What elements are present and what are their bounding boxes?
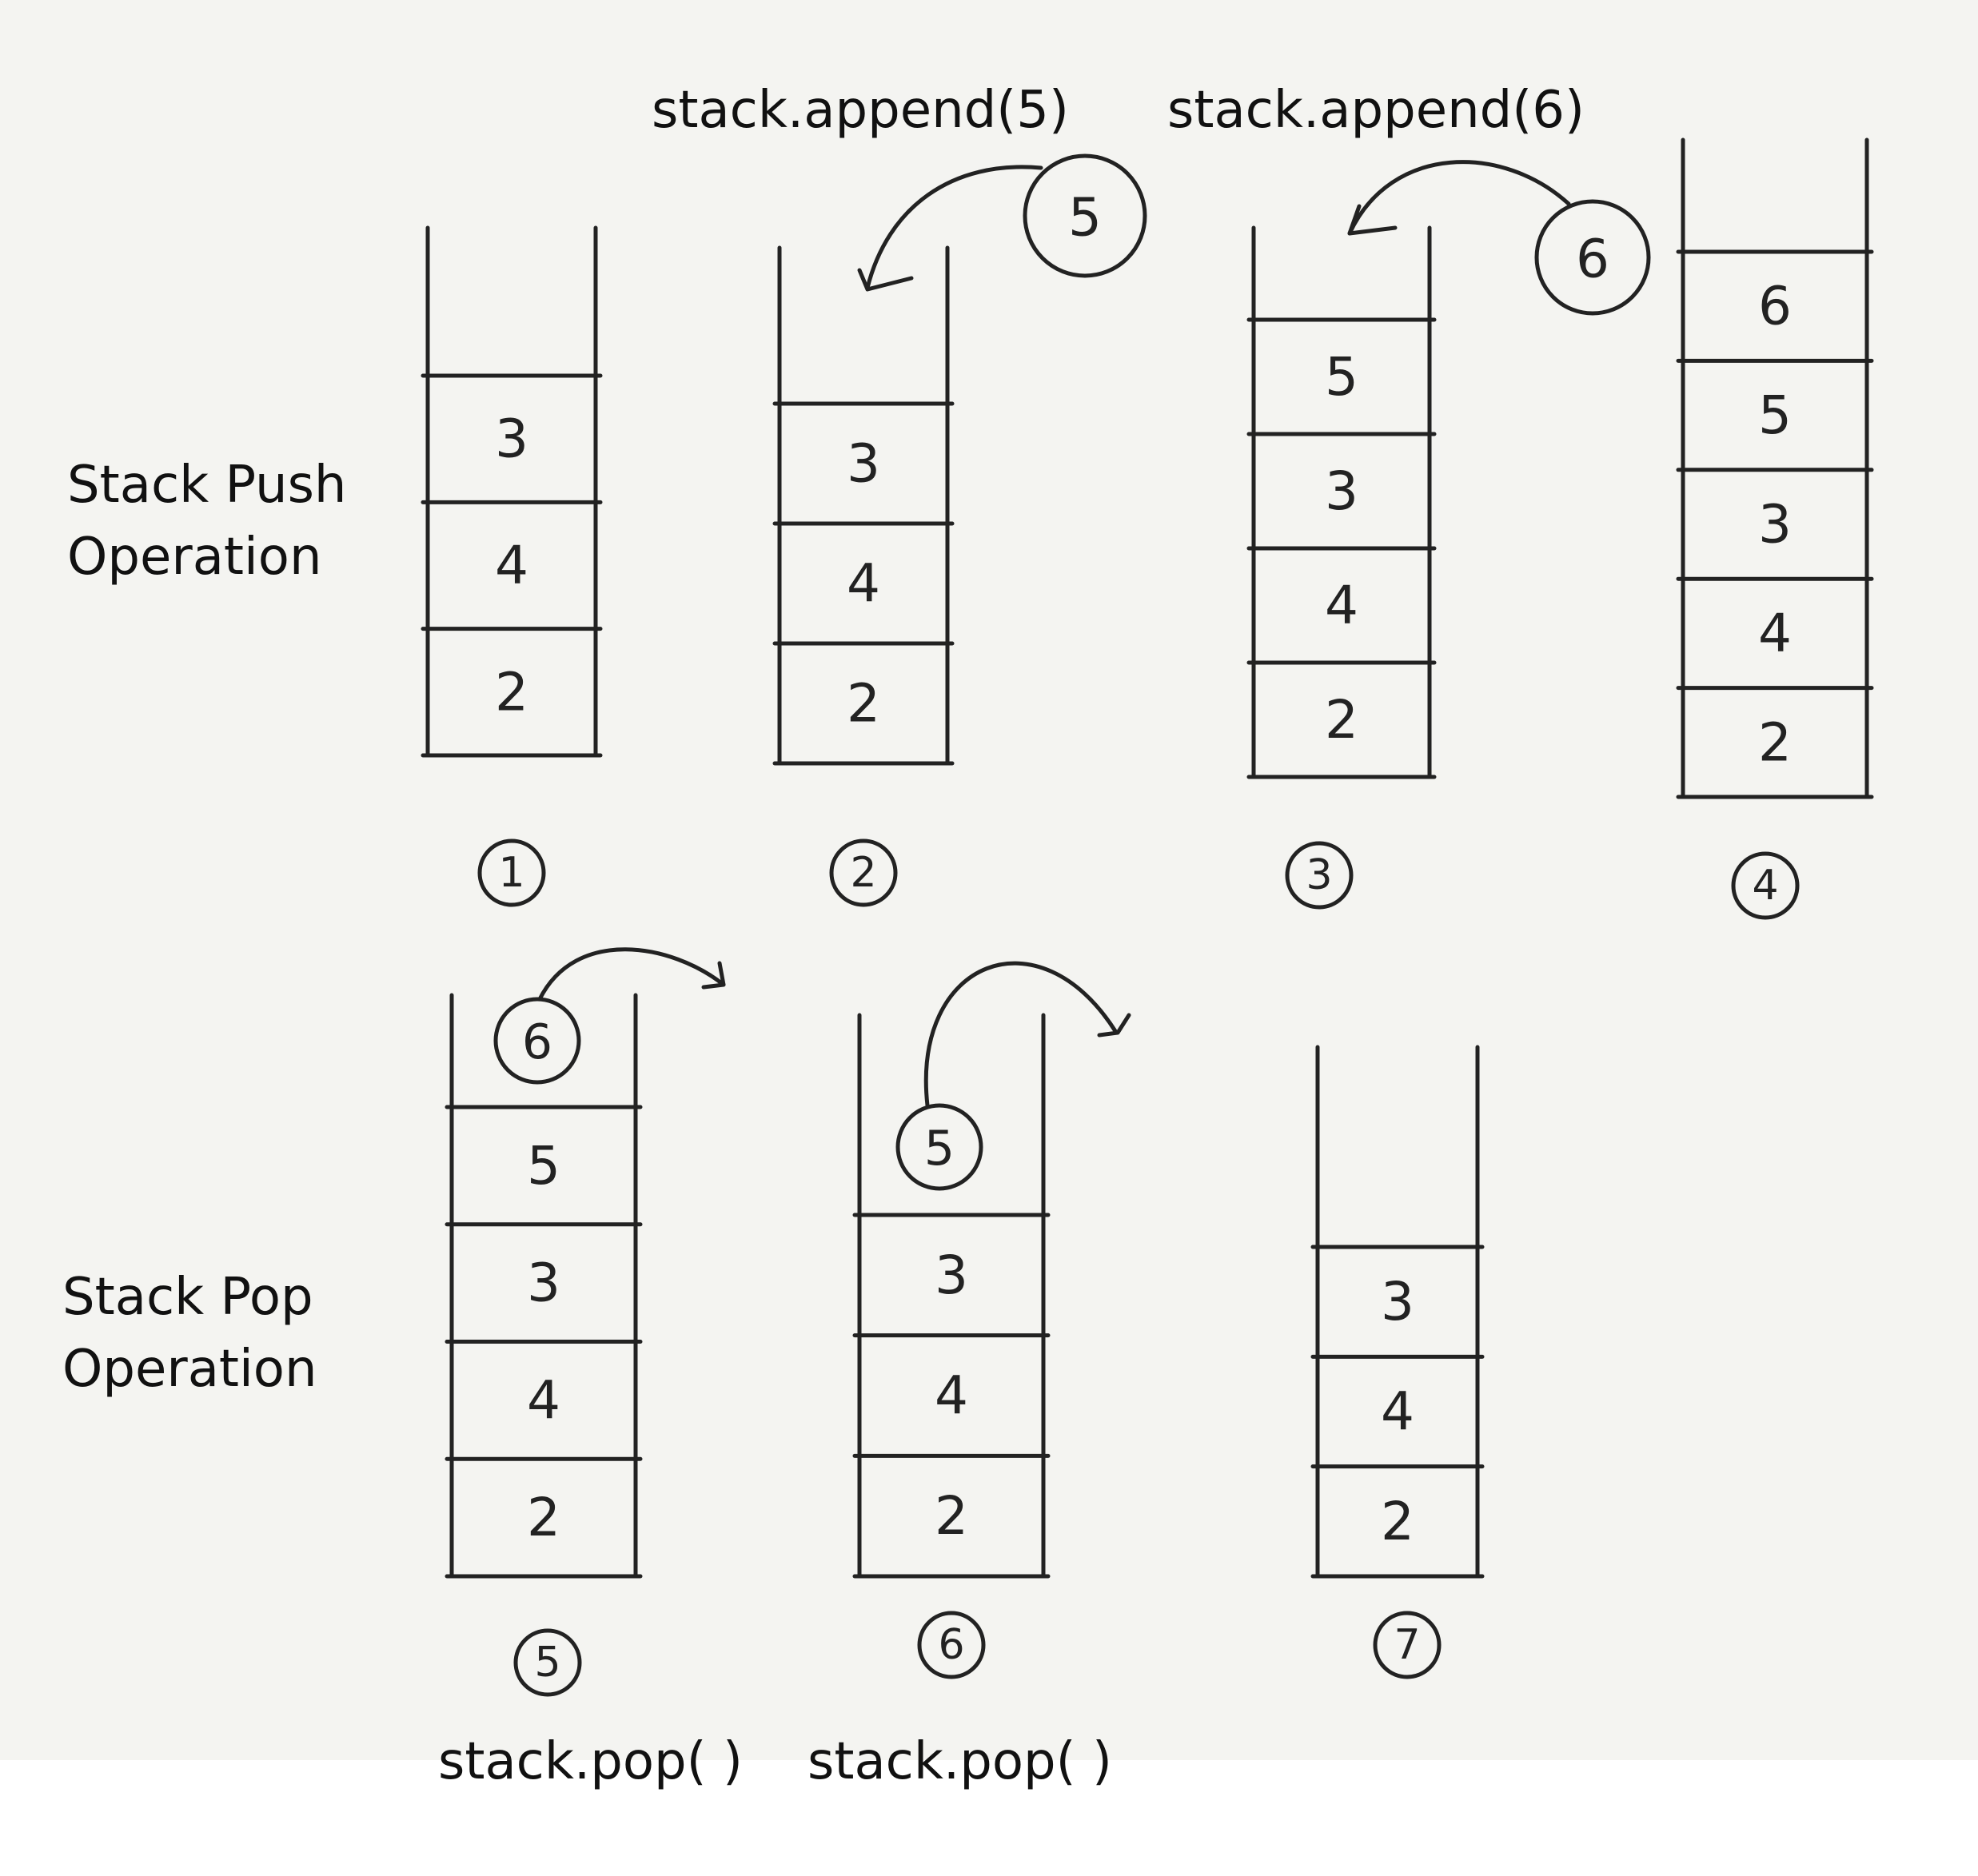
pop-arrow: [537, 947, 726, 1002]
pop-arrow: [923, 961, 1118, 1108]
push-arrow-head: [857, 268, 914, 292]
incoming-element-circle: [1023, 153, 1147, 278]
append-6-label: stack.append(6): [1167, 81, 1585, 140]
stack-4-item: 4: [1758, 603, 1792, 664]
step-3-number: 3: [1306, 851, 1332, 899]
stack-2-item: 2: [847, 673, 880, 735]
incoming-element-value: 5: [1068, 187, 1102, 249]
stack-1-item: 2: [495, 661, 528, 723]
stack-7-item: 3: [1381, 1271, 1414, 1332]
push-arrow: [865, 165, 1043, 290]
step-2-number: 2: [850, 849, 876, 897]
step-1-number: 1: [498, 849, 524, 897]
stack-5-item: 4: [527, 1369, 560, 1431]
stack-5-item: 5: [527, 1135, 560, 1197]
pop-label-step-5: stack.pop( ): [438, 1732, 743, 1791]
outgoing-element-circle: [895, 1103, 983, 1191]
stack-3-item: 4: [1325, 575, 1358, 636]
incoming-element-circle: [1534, 199, 1651, 316]
push-arrow-head: [1347, 204, 1398, 236]
stack-1-item: 4: [495, 535, 528, 596]
outgoing-element-value: 6: [522, 1014, 552, 1070]
stack-5-item: 3: [527, 1253, 560, 1314]
step-7-number: 7: [1394, 1621, 1420, 1669]
stack-7-item: 2: [1381, 1491, 1414, 1552]
pop-label-step-6: stack.pop( ): [808, 1732, 1112, 1791]
stack-3-item: 2: [1325, 689, 1358, 751]
paper-background: [0, 0, 1978, 1760]
step-6-badge: [917, 1611, 986, 1679]
incoming-element-value: 6: [1576, 229, 1609, 290]
outgoing-element-circle: [493, 997, 581, 1085]
stack-3-item: 5: [1325, 346, 1358, 408]
step-2-badge: [829, 838, 898, 907]
step-4-badge: [1731, 851, 1800, 920]
push-arrow: [1347, 160, 1571, 236]
append-5-label: stack.append(5): [652, 81, 1069, 140]
step-5-badge: [513, 1628, 582, 1697]
pop-operation-label: Stack Pop Operation: [62, 1268, 317, 1399]
pop-arrow-head: [1097, 1013, 1131, 1038]
stack-2-item: 4: [847, 553, 880, 615]
step-1-badge: [477, 838, 546, 907]
stack-6-item: 2: [935, 1485, 968, 1547]
stack-3-item: 3: [1325, 460, 1358, 522]
pop-arrow-head: [701, 961, 726, 990]
stack-5-item: 2: [527, 1487, 560, 1548]
stack-6-item: 3: [935, 1245, 968, 1306]
step-6-number: 6: [938, 1621, 964, 1669]
push-operation-label: Stack Push Operation: [67, 456, 347, 587]
step-4-number: 4: [1752, 862, 1778, 910]
stack-6-item: 4: [935, 1365, 968, 1427]
stack-4-item: 5: [1758, 384, 1792, 446]
outgoing-element-value: 5: [924, 1121, 955, 1177]
step-5-number: 5: [534, 1639, 560, 1687]
stack-4-item: 2: [1758, 711, 1792, 773]
step-7-badge: [1373, 1611, 1442, 1679]
step-3-badge: [1285, 841, 1354, 910]
stack-4-item: 3: [1758, 494, 1792, 556]
stack-2-item: 3: [847, 433, 880, 495]
stack-1-item: 3: [495, 408, 528, 470]
stack-4-item: 6: [1758, 276, 1792, 337]
stack-7-item: 4: [1381, 1381, 1414, 1443]
